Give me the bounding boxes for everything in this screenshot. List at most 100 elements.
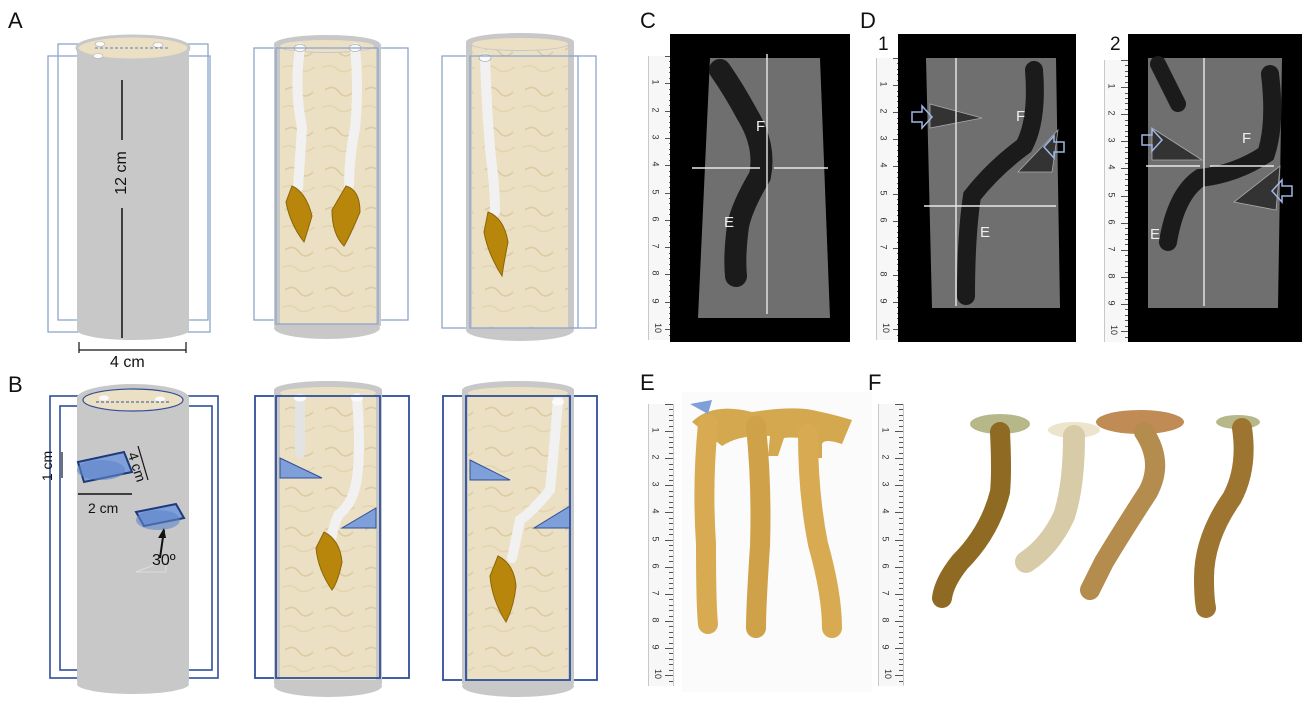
ruler-tick bbox=[899, 415, 903, 416]
ruler-number: 7 bbox=[651, 244, 661, 249]
ruler-number: 6 bbox=[651, 563, 661, 568]
ct-label-e: E bbox=[980, 224, 990, 241]
ruler-number: 8 bbox=[1107, 273, 1117, 278]
ruler-tick bbox=[899, 529, 903, 530]
ruler-number: 5 bbox=[881, 536, 891, 541]
ruler-number: 10 bbox=[881, 323, 891, 333]
cylinder-b2 bbox=[255, 381, 409, 697]
ruler-tick bbox=[899, 561, 903, 562]
ruler-number: 1 bbox=[1107, 84, 1117, 89]
ruler-tick bbox=[899, 670, 903, 671]
height-label: 12 cm bbox=[113, 137, 131, 209]
ruler-number: 3 bbox=[1107, 138, 1117, 143]
ruler-number: 8 bbox=[881, 617, 891, 622]
ruler-number: 4 bbox=[651, 509, 661, 514]
ruler-number: 9 bbox=[651, 645, 661, 650]
ruler-tick bbox=[899, 491, 903, 492]
ruler-tick bbox=[899, 464, 903, 465]
ruler-tick bbox=[899, 572, 903, 573]
cast-column bbox=[756, 426, 761, 628]
ruler-tick bbox=[899, 426, 903, 427]
ruler-tick bbox=[899, 605, 903, 606]
ruler-tick bbox=[899, 588, 903, 589]
ruler-tick bbox=[899, 637, 903, 638]
ruler-tick bbox=[899, 442, 903, 443]
ruler-number: 1 bbox=[651, 80, 661, 85]
ruler-tick bbox=[895, 512, 903, 513]
ruler-tick bbox=[899, 583, 903, 584]
ruler-number: 7 bbox=[881, 590, 891, 595]
panel-label-d: D bbox=[860, 8, 876, 34]
ruler-tick bbox=[899, 610, 903, 611]
ruler-tick bbox=[899, 556, 903, 557]
ct-scan-d1: F E bbox=[898, 34, 1076, 342]
wedge-thick-label-wrap: 1 cm bbox=[36, 456, 76, 480]
cast-photo-f bbox=[904, 392, 1296, 652]
ruler-number: 9 bbox=[651, 298, 661, 303]
ruler-number: 5 bbox=[879, 190, 889, 195]
ruler-number: 10 bbox=[653, 669, 663, 679]
ruler-tick bbox=[899, 420, 903, 421]
ruler-number: 7 bbox=[651, 590, 661, 595]
ruler-tick bbox=[899, 437, 903, 438]
cylinder-b3 bbox=[443, 381, 597, 697]
ct-scan-d2: F E bbox=[1128, 34, 1302, 342]
ct-scan-c: F E bbox=[670, 34, 850, 342]
ruler-number: 5 bbox=[1107, 192, 1117, 197]
ruler-number: 4 bbox=[1107, 165, 1117, 170]
ruler-number: 1 bbox=[881, 428, 891, 433]
ruler-tick bbox=[899, 578, 903, 579]
ruler-tick bbox=[899, 545, 903, 546]
wedge-width-label: 2 cm bbox=[88, 500, 118, 516]
ruler-number: 8 bbox=[879, 271, 889, 276]
panel-d-sub-1: 1 bbox=[878, 34, 889, 56]
ruler-tick bbox=[899, 480, 903, 481]
ruler-number: 6 bbox=[651, 216, 661, 221]
ruler-tick bbox=[895, 540, 903, 541]
ruler-tick bbox=[899, 626, 903, 627]
panel-label-c: C bbox=[640, 8, 656, 34]
ruler-tick bbox=[899, 653, 903, 654]
ruler-number: 2 bbox=[651, 455, 661, 460]
ruler-number: 7 bbox=[879, 244, 889, 249]
ruler-tick bbox=[899, 659, 903, 660]
ruler-tick bbox=[899, 599, 903, 600]
ruler-number: 10 bbox=[883, 669, 893, 679]
cylinder-a2 bbox=[254, 35, 408, 339]
ruler-tick bbox=[899, 616, 903, 617]
ruler-number: 8 bbox=[651, 271, 661, 276]
ruler-number: 9 bbox=[1107, 301, 1117, 306]
ruler-number: 3 bbox=[651, 134, 661, 139]
ct-label-e: E bbox=[1150, 226, 1160, 243]
width-label: 4 cm bbox=[110, 354, 145, 372]
cylinder-b1 bbox=[50, 384, 218, 694]
tunnel-channel bbox=[297, 48, 302, 188]
ruler-number: 3 bbox=[881, 482, 891, 487]
ruler-number: 2 bbox=[881, 455, 891, 460]
ruler-number: 4 bbox=[651, 162, 661, 167]
ct-label-f: F bbox=[1016, 108, 1025, 125]
ruler-number: 10 bbox=[653, 323, 663, 333]
ruler-tick bbox=[899, 447, 903, 448]
panel-d-sub-2: 2 bbox=[1110, 34, 1121, 56]
ruler-number: 3 bbox=[651, 482, 661, 487]
panel-label-e: E bbox=[640, 370, 655, 396]
ruler-tick bbox=[899, 534, 903, 535]
cast-column bbox=[704, 424, 708, 624]
ruler-tick bbox=[895, 567, 903, 568]
ct-label-f: F bbox=[756, 118, 765, 135]
ruler-number: 1 bbox=[651, 428, 661, 433]
ruler-number: 4 bbox=[881, 509, 891, 514]
ruler-number: 5 bbox=[651, 189, 661, 194]
ruler-tick bbox=[899, 643, 903, 644]
cylinder-bottom bbox=[77, 320, 189, 340]
ruler-number: 1 bbox=[879, 82, 889, 87]
ruler-tick bbox=[895, 404, 903, 405]
ruler-tick bbox=[895, 485, 903, 486]
ruler-number: 8 bbox=[651, 617, 661, 622]
ruler-number: 2 bbox=[651, 107, 661, 112]
ruler-tick bbox=[899, 475, 903, 476]
ruler-tick bbox=[895, 594, 903, 595]
ct-label-f: F bbox=[1242, 130, 1251, 147]
